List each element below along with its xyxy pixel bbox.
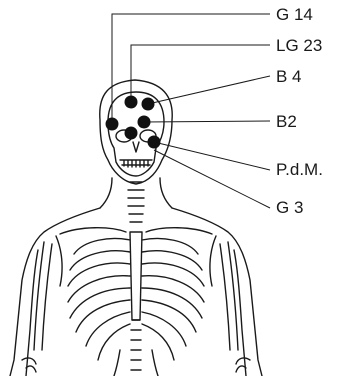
leader-line-g14	[112, 14, 270, 124]
leader-line-pdm	[154, 142, 270, 170]
left-rib	[70, 288, 130, 318]
left-shoulder	[10, 208, 100, 376]
point-g14	[106, 118, 119, 131]
left-rib	[68, 263, 130, 286]
label-lg23: LG 23	[276, 37, 322, 54]
right-hand	[236, 358, 250, 372]
left-rib	[86, 312, 130, 346]
left-hand	[22, 358, 36, 372]
cervical-spine	[128, 182, 144, 222]
thoracic-spine	[131, 320, 141, 370]
right-shoulder	[172, 208, 262, 376]
point-pdm	[148, 136, 161, 149]
leader-line-g3	[154, 150, 270, 208]
right-scapula	[210, 236, 216, 286]
label-pdm: P.d.M.	[276, 161, 323, 178]
point-b2	[138, 116, 151, 129]
right-rib	[142, 251, 202, 270]
right-rib	[142, 324, 174, 360]
point-center	[125, 127, 138, 140]
label-g3: G 3	[276, 199, 303, 216]
point-b4	[142, 98, 155, 111]
leader-line-b4	[148, 76, 270, 104]
right-rib	[142, 288, 202, 318]
lumbar-spine	[114, 350, 158, 376]
label-b4: B 4	[276, 68, 302, 85]
right-clavicle	[146, 228, 212, 234]
left-clavicle	[60, 228, 126, 234]
point-lg23	[125, 96, 138, 109]
leader-line-b2	[144, 121, 270, 122]
leader-line-lg23	[131, 45, 270, 102]
nasal-cavity	[133, 142, 139, 152]
right-rib	[142, 263, 204, 286]
left-rib	[98, 324, 130, 360]
teeth	[120, 160, 152, 167]
left-rib	[70, 251, 130, 270]
right-rib	[142, 312, 186, 346]
left-scapula	[56, 236, 62, 286]
label-g14: G 14	[276, 6, 313, 23]
label-b2: B2	[276, 113, 297, 130]
sternum	[130, 232, 142, 320]
